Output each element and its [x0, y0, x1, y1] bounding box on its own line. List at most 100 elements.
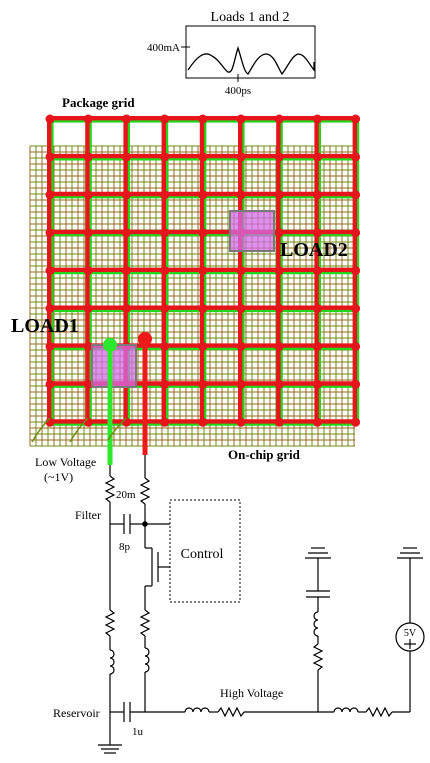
package-grid-node	[121, 190, 131, 200]
filter-label: Filter	[75, 508, 101, 522]
package-grid-node	[236, 304, 246, 313]
low-voltage-label: Low Voltage	[35, 455, 96, 469]
package-grid-node	[351, 379, 361, 389]
package-grid-node	[83, 228, 93, 238]
package-grid-node	[351, 114, 361, 124]
right-resistor	[139, 609, 151, 637]
package-grid-node	[121, 417, 131, 427]
high-voltage-label: High Voltage	[220, 686, 283, 700]
source-5v-label: 5V	[404, 628, 417, 639]
waveform-x-label: 400ps	[225, 85, 251, 97]
package-grid-node	[45, 341, 55, 351]
package-grid-node	[312, 379, 322, 389]
package-grid-node	[351, 304, 361, 313]
package-grid-label: Package grid	[62, 95, 135, 110]
right-inductor	[144, 647, 150, 673]
load2-label: LOAD2	[280, 239, 348, 261]
low-voltage-sublabel: (~1V)	[44, 470, 73, 484]
package-grid-node	[274, 379, 284, 389]
package-grid-node	[160, 266, 170, 276]
package-grid-node	[351, 190, 361, 200]
vdd-rail-contact	[138, 332, 152, 346]
waveform-trace	[187, 45, 315, 76]
circuit	[98, 455, 425, 754]
capacitor-8p-label: 8p	[119, 541, 131, 553]
package-grid-node	[312, 266, 322, 276]
load2-block	[229, 210, 275, 252]
package-grid-node	[274, 304, 284, 313]
package-grid-node	[83, 266, 93, 276]
load1-block	[91, 344, 137, 388]
package-grid-node	[351, 266, 361, 276]
package-grid-node	[351, 152, 361, 162]
package-grid-node	[198, 417, 208, 427]
left-resistor-mid	[104, 609, 116, 637]
package-grid-node	[274, 266, 284, 276]
package-grid-node	[198, 228, 208, 238]
mid-resistor	[312, 643, 324, 671]
reservoir-label: Reservoir	[53, 706, 100, 720]
package-grid-node	[45, 379, 55, 389]
package-grid-node	[274, 341, 284, 351]
control-label: Control	[181, 547, 224, 562]
package-grid-node	[121, 304, 131, 313]
package-grid-node	[312, 341, 322, 351]
package-grid-node	[160, 379, 170, 389]
package-grid-node	[45, 190, 55, 200]
mid-inductor	[313, 611, 319, 637]
package-grid-node	[312, 304, 322, 313]
package-grid-node	[198, 190, 208, 200]
package-grid-node	[45, 266, 55, 276]
package-grid-node	[83, 114, 93, 124]
left-resistor-top	[104, 475, 116, 503]
package-grid-node	[312, 228, 322, 238]
package-grid-node	[236, 152, 246, 162]
package-grid-node	[236, 266, 246, 276]
package-grid-node	[160, 228, 170, 238]
package-grid-node	[83, 379, 93, 389]
resistor-20m	[139, 477, 151, 505]
package-grid-node	[45, 152, 55, 162]
ground-rail-contact	[103, 338, 117, 352]
onchip-grid	[29, 145, 355, 447]
left-inductor	[109, 649, 115, 675]
capacitor-1u-label: 1u	[132, 726, 144, 738]
package-grid-node	[312, 114, 322, 124]
package-grid-node	[198, 379, 208, 389]
package-grid-node	[83, 190, 93, 200]
package-grid-node	[198, 341, 208, 351]
package-grid-node	[198, 152, 208, 162]
hv-resistor-2	[365, 706, 393, 718]
package-grid-node	[236, 379, 246, 389]
resistor-20m-label: 20m	[116, 489, 136, 501]
package-grid-node	[236, 190, 246, 200]
package-grid-node	[312, 417, 322, 427]
package-grid-node	[274, 152, 284, 162]
package-grid-node	[236, 114, 246, 124]
package-grid-node	[351, 417, 361, 427]
package-grid-node	[160, 417, 170, 427]
package-grid	[45, 114, 361, 427]
hv-resistor-1	[217, 706, 245, 718]
package-grid-node	[312, 152, 322, 162]
hv-inductor-1	[184, 707, 210, 713]
package-grid-node	[236, 417, 246, 427]
onchip-grid-label: On-chip grid	[228, 447, 301, 462]
load1-label: LOAD1	[11, 315, 79, 337]
waveform-inset: Loads 1 and 2 400mA 400ps	[147, 10, 316, 97]
package-grid-node	[160, 341, 170, 351]
hv-inductor-2	[333, 707, 359, 713]
package-grid-node	[351, 341, 361, 351]
package-grid-node	[160, 304, 170, 313]
package-grid-node	[83, 304, 93, 313]
package-grid-node	[236, 341, 246, 351]
package-grid-node	[83, 341, 93, 351]
package-grid-node	[351, 228, 361, 238]
waveform-y-label: 400mA	[147, 42, 180, 54]
package-grid-node	[198, 266, 208, 276]
package-grid-node	[45, 304, 55, 313]
package-grid-node	[274, 114, 284, 124]
package-grid-node	[160, 114, 170, 124]
package-grid-node	[198, 304, 208, 313]
package-grid-node	[45, 228, 55, 238]
